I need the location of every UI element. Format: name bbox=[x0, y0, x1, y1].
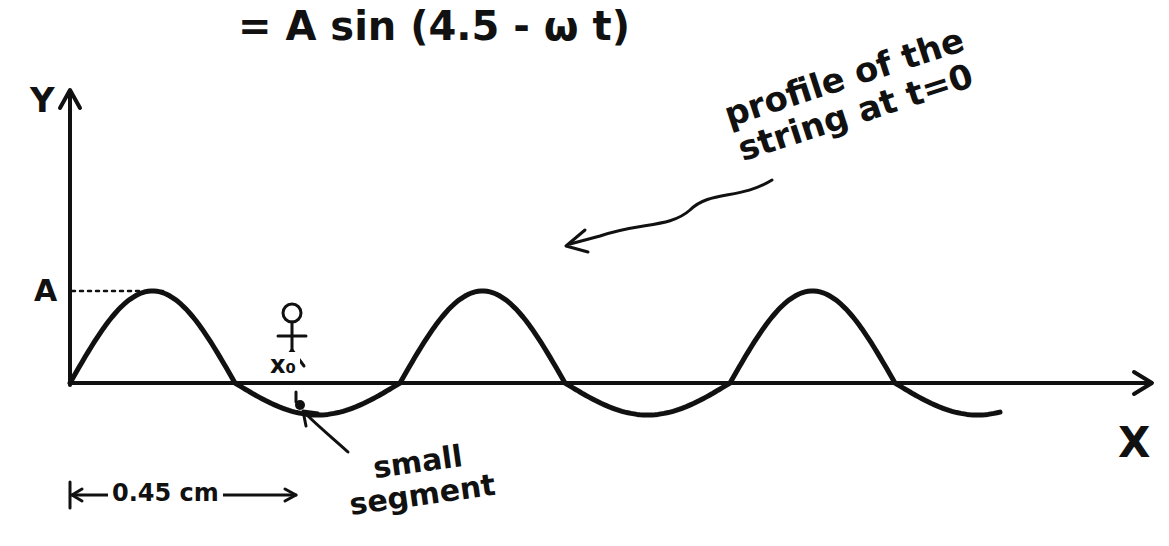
axis-label: Y bbox=[30, 82, 55, 119]
profile-leader-head bbox=[566, 230, 588, 252]
stick-figure-head bbox=[283, 304, 301, 322]
callout-text: small segment bbox=[331, 433, 509, 522]
equation-text: = A sin (4.5 - ω t) bbox=[238, 4, 630, 48]
x-axis-arrowhead bbox=[1134, 372, 1152, 394]
amplitude-dotted-line bbox=[72, 290, 165, 293]
string-profile bbox=[70, 291, 1000, 415]
segment-leader bbox=[306, 414, 348, 452]
y-axis bbox=[68, 92, 72, 385]
stick-figure-arms bbox=[278, 335, 306, 338]
dimension-label: 0.45 cm bbox=[108, 480, 223, 506]
annotation-text: profile of the string at t=0 bbox=[696, 13, 1004, 177]
segment-leader-head bbox=[303, 411, 318, 426]
x0-tick bbox=[295, 392, 298, 402]
dimension-arrowhead-right bbox=[285, 489, 296, 501]
profile-leader bbox=[570, 180, 772, 244]
dimension-arrowhead-left bbox=[72, 489, 82, 501]
position-label: x₀ bbox=[266, 352, 300, 378]
amplitude-label: A bbox=[34, 274, 57, 307]
y-axis-arrowhead bbox=[60, 90, 80, 108]
small-segment-dot bbox=[295, 400, 305, 410]
axis-label: X bbox=[1118, 420, 1150, 466]
